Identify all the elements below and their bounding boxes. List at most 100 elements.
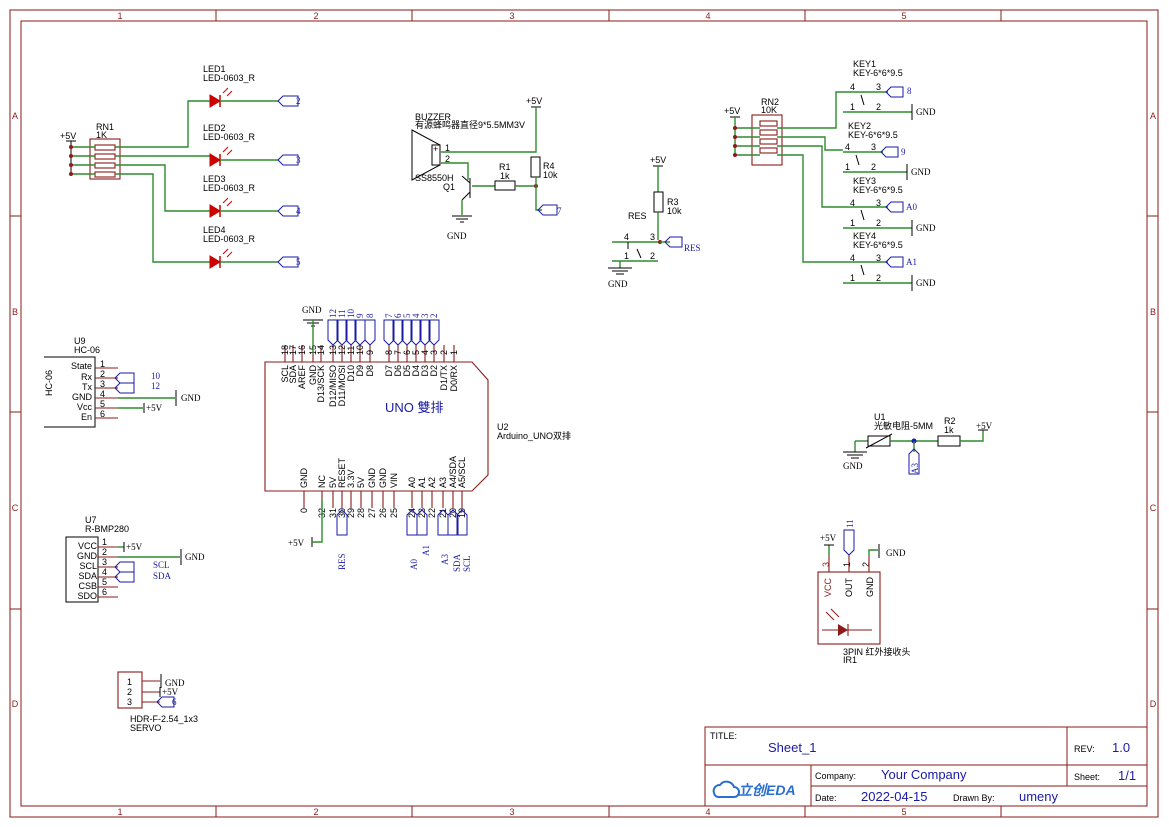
- bmp-net-scl: SCL: [153, 560, 170, 570]
- uno-pin-num: 16: [297, 345, 307, 355]
- buzzer-pin1: 1: [445, 143, 450, 153]
- ir-value: 3PIN 红外接收头: [843, 646, 911, 657]
- uno-pin-name: D7: [384, 365, 394, 377]
- uno-pin-num: 29: [346, 508, 356, 518]
- buzzer-pin2: 2: [445, 154, 450, 164]
- ir-ref: IR1: [843, 655, 857, 665]
- uno-pin-name: GND: [378, 468, 388, 489]
- servo-pin: 3: [127, 697, 132, 707]
- photo-net: A3: [910, 463, 920, 474]
- key1-value: KEY-6*6*9.5: [853, 68, 903, 78]
- ir-pin-name: OUT: [844, 578, 854, 598]
- uno-pin-num: 23: [417, 508, 427, 518]
- uno-ref: U2: [497, 422, 509, 432]
- uno-pin-name: VIN: [389, 473, 399, 488]
- ir-pin-name: VCC: [823, 577, 833, 597]
- reset-pin2: 2: [650, 251, 655, 261]
- key2-ref: KEY2: [848, 121, 871, 131]
- uno-pin-name: D9: [355, 365, 365, 377]
- uno-net-label: A1: [421, 545, 431, 556]
- date-label: Date:: [815, 793, 837, 803]
- uno-net-label: SDA: [452, 553, 462, 572]
- uno-pin-num: 0: [299, 508, 309, 513]
- uno-pin-num: 9: [365, 350, 375, 355]
- uno-value: Arduino_UNO双排: [497, 430, 571, 441]
- uno-pin-num: 13: [328, 345, 338, 355]
- power-label: +5V: [162, 687, 179, 697]
- u1-value: 光敏电阻-5MM: [874, 420, 933, 431]
- key1-net: 8: [907, 86, 912, 96]
- gnd-label: GND: [843, 461, 863, 471]
- uno-net-flag: [437, 509, 449, 536]
- lceda-logo: 立创EDA: [712, 780, 796, 798]
- uno-pin-num: 2: [439, 350, 449, 355]
- uno-net-flag: [416, 509, 428, 536]
- rn1-ref: RN1: [96, 122, 114, 132]
- led4-ref: LED4: [203, 225, 226, 235]
- r4-ref: R4: [543, 161, 555, 171]
- reset-pin4: 4: [624, 232, 629, 242]
- power-label: +5V: [724, 106, 740, 116]
- uno-pin-name: D12/MISO: [328, 365, 338, 407]
- date-value: 2022-04-15: [861, 789, 928, 804]
- col-label: 4: [705, 11, 710, 21]
- gnd-label: GND: [911, 167, 931, 177]
- gnd-label: GND: [302, 305, 322, 315]
- hc06-net-tx: 12: [151, 381, 160, 391]
- key1-pin3: 3: [876, 82, 881, 92]
- hc06-pin-name: State: [71, 361, 92, 371]
- uno-bottom-pins: GND0NC325V31RESET303.3V295V28GND27GND26V…: [299, 456, 467, 518]
- key3-pin3: 3: [876, 198, 881, 208]
- led1-ref: LED1: [203, 64, 226, 74]
- ir-pin-num: 3: [821, 562, 831, 567]
- buzzer-net: 7: [557, 206, 562, 216]
- uno-net-label: A3: [440, 554, 450, 565]
- rn2-body: [751, 114, 783, 166]
- row-label: C: [1150, 503, 1157, 513]
- uno-pin-name: D4: [411, 365, 421, 377]
- uno-net-label: 2: [429, 314, 439, 319]
- key3-pin2: 2: [876, 218, 881, 228]
- uno-pin-name: A3: [438, 477, 448, 488]
- sheet-value: 1/1: [1118, 768, 1136, 783]
- buzzer-block: BUZZER 有源蜂鸣器直径9*5.5MM3V + 1 2 +5V SS8550…: [411, 96, 562, 241]
- led3-ref: LED3: [203, 174, 226, 184]
- r2-ref: R2: [944, 416, 956, 426]
- uno-pin-name: D1/TX: [439, 365, 449, 391]
- key1-ref: KEY1: [853, 59, 876, 69]
- led3-value: LED-0603_R: [203, 183, 256, 193]
- key2-pin4: 4: [845, 142, 850, 152]
- key2-pin1: 1: [845, 162, 850, 172]
- led4-value: LED-0603_R: [203, 234, 256, 244]
- bmp-pin-name: SCL: [79, 561, 97, 571]
- hc06-pin-num: 1: [100, 359, 105, 369]
- uno-pin-num: 28: [356, 508, 366, 518]
- uno-pin-num: 21: [438, 508, 448, 518]
- uno-net-flag: [336, 509, 348, 536]
- uno-net-label: 10: [346, 309, 356, 319]
- uno-pin-name: D6: [393, 365, 403, 377]
- power-label: +5V: [146, 403, 163, 413]
- uno-pin-num: 27: [367, 508, 377, 518]
- led2-ref: LED2: [203, 123, 226, 133]
- key4-pin4: 4: [850, 253, 855, 263]
- row-label: A: [1150, 111, 1156, 121]
- servo-value: HDR-F-2.54_1x3: [130, 714, 198, 724]
- row-label: B: [12, 307, 18, 317]
- buzzer-ref: BUZZER: [415, 112, 452, 122]
- hc06-pin-name: Tx: [82, 382, 92, 392]
- rn2-keys-block: +5V RN2 10K KEY1 KEY-6*6*9.5 4 3 1 2 8 G…: [724, 59, 936, 291]
- sheet-label: Sheet:: [1074, 772, 1100, 782]
- uno-net-flag: [354, 319, 366, 346]
- uno-net-label: 12: [328, 309, 338, 318]
- uno-pin-num: 30: [337, 508, 347, 518]
- uno-pin-num: 6: [402, 350, 412, 355]
- row-label: B: [1150, 307, 1156, 317]
- led3-net: 4: [296, 206, 301, 216]
- uno-pin-name: D10: [346, 365, 356, 382]
- bmp-pin-num: 2: [102, 547, 107, 557]
- company-label: Company:: [815, 771, 856, 781]
- col-label: 1: [117, 11, 122, 21]
- key3-net: A0: [906, 202, 917, 212]
